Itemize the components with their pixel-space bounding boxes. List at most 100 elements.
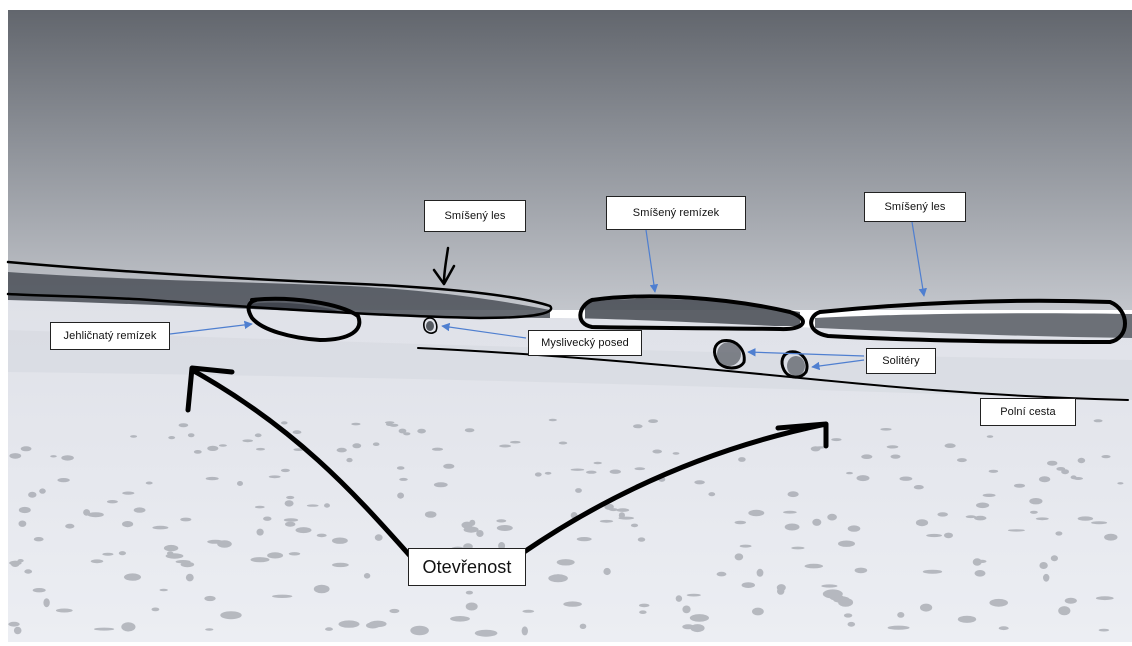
snow-clod	[443, 463, 455, 469]
snow-clod	[316, 533, 327, 538]
snow-clod	[424, 511, 437, 518]
snow-clod	[634, 467, 646, 471]
snow-clod	[599, 519, 614, 523]
snow-clod	[899, 476, 913, 481]
snow-clod	[986, 435, 994, 438]
snow-clod	[254, 505, 265, 509]
snow-clod	[861, 454, 873, 460]
snow-clod	[65, 523, 75, 529]
snow-clod	[738, 457, 746, 462]
snow-clod	[18, 506, 31, 514]
pointer-solitary-1	[747, 348, 865, 357]
snow-clod	[102, 552, 114, 556]
snow-clod	[187, 433, 195, 438]
snow-clod	[272, 594, 293, 598]
snow-clod	[593, 461, 602, 465]
snow-clod	[1058, 606, 1071, 616]
snow-clod	[957, 458, 967, 463]
snow-clod	[586, 470, 597, 474]
snow-clod	[498, 542, 506, 550]
snow-clod	[1050, 555, 1058, 562]
snow-clod	[220, 611, 242, 620]
snow-clod	[284, 500, 294, 507]
snow-clod	[57, 478, 70, 483]
snow-clod	[833, 596, 850, 603]
pointer-mixed-forest-right	[911, 221, 927, 297]
snow-clod	[396, 466, 405, 470]
sky	[8, 10, 1132, 310]
snow-clod	[831, 438, 842, 442]
snow-clod	[185, 573, 194, 582]
snow-clod	[292, 430, 302, 435]
snow-clod	[280, 468, 290, 473]
outline-mixed-forest-right	[809, 298, 1127, 344]
hunting-stand-mark	[426, 321, 434, 331]
label-hunting-stand: Myslivecký posed	[528, 330, 642, 356]
snow-clod	[682, 605, 691, 614]
snow-clod	[616, 508, 630, 512]
snow-clod	[20, 446, 32, 452]
snow-clod	[821, 584, 838, 588]
snow-clod	[965, 515, 977, 519]
snow-clod	[989, 598, 1008, 607]
snow-clod	[122, 521, 134, 528]
snow-clod	[352, 443, 362, 449]
snow-clod	[510, 440, 521, 444]
snow-clod	[957, 615, 977, 623]
snow-clod	[256, 528, 264, 536]
snow-clod	[204, 595, 216, 602]
snow-clod	[313, 584, 330, 594]
snow-clod	[464, 428, 475, 433]
snow-clod	[61, 455, 74, 461]
snow-clod	[922, 569, 943, 574]
snow-clod	[752, 607, 764, 616]
snow-clod	[242, 439, 254, 443]
snow-clod	[397, 492, 404, 499]
openness-arrow-right	[521, 421, 829, 555]
snow-clod	[193, 450, 202, 454]
snow-clod	[295, 527, 312, 534]
snow-clod	[1091, 521, 1108, 525]
snow-clod	[739, 544, 752, 548]
snow-clod	[218, 444, 227, 447]
snow-clod	[293, 448, 305, 451]
snow-clod	[151, 607, 160, 612]
snow-clod	[633, 424, 643, 429]
snow-clod	[1039, 562, 1048, 569]
snow-clod	[548, 574, 568, 583]
snow-clod	[675, 595, 683, 602]
snow-clod	[268, 475, 281, 479]
snow-clod	[1047, 460, 1058, 466]
snow-clod	[433, 482, 448, 488]
snow-clod	[575, 488, 582, 493]
label-field-path: Polní cesta	[980, 398, 1076, 426]
snow-clod	[1035, 517, 1049, 521]
snow-clod	[374, 534, 383, 541]
snow-clod	[1043, 573, 1050, 582]
outline-mixed-forest-left	[6, 260, 553, 320]
label-openness: Otevřenost	[408, 548, 526, 586]
snow-clod	[24, 569, 33, 574]
snow-clod	[1007, 529, 1025, 532]
openness-arrow-left	[185, 365, 415, 561]
snow-clod	[1101, 455, 1111, 459]
snow-clod	[920, 603, 933, 612]
snow-clod	[1029, 498, 1043, 505]
snow-clod	[937, 512, 948, 517]
snow-clod	[250, 557, 270, 563]
outline-mixed-copse	[578, 294, 805, 332]
snow-clod	[130, 435, 138, 438]
snow-clod	[822, 589, 843, 599]
snow-clod	[847, 525, 861, 532]
label-mixed-forest-right: Smíšený les	[864, 192, 966, 222]
snow-clod	[410, 625, 429, 636]
snow-clod	[886, 445, 899, 449]
snow-clod	[716, 571, 727, 577]
snow-clod	[332, 537, 348, 544]
snow-clod	[325, 627, 333, 631]
snow-clod	[1093, 419, 1103, 423]
snow-clod	[256, 447, 265, 451]
snow-clod	[846, 471, 853, 475]
label-mixed-copse: Smíšený remízek	[606, 196, 746, 230]
